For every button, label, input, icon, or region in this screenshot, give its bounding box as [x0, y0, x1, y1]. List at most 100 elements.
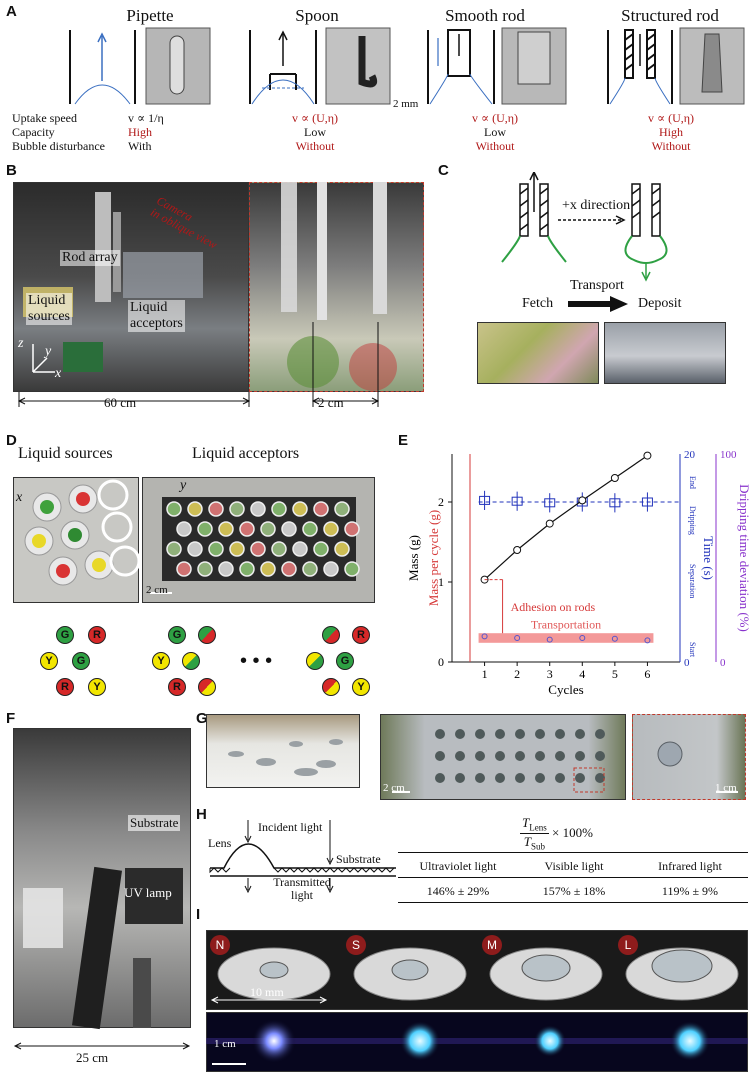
- acc-circle-r2: R: [352, 626, 370, 644]
- spoon-schematic: [249, 30, 317, 105]
- pipette-title: Pipette: [126, 6, 174, 25]
- panel-i-label: I: [196, 906, 201, 923]
- cumulative-mass-point: [643, 451, 652, 460]
- x-tick-label: 4: [579, 667, 585, 681]
- acc-circle-ry2: [322, 678, 340, 696]
- transmitted-light-label: Transmitted light: [273, 875, 331, 902]
- h-value-ir: 119% ± 9%: [661, 884, 719, 898]
- acceptor-well: [208, 501, 224, 517]
- liquid-sources-label: Liquid sources: [26, 293, 72, 325]
- dev-tick-label: 0: [720, 657, 726, 669]
- liquid-acceptors-label: Liquid acceptors: [128, 300, 185, 332]
- smooth-speed: v ∝ (U,η): [471, 111, 519, 125]
- lens-dot: [475, 773, 485, 783]
- acceptor-well: [229, 541, 245, 557]
- src-circle-y1: Y: [40, 652, 58, 670]
- fetch-label: Fetch: [522, 296, 554, 311]
- g-scale-2cm: 2 cm: [383, 782, 405, 794]
- structured-rod-title: Structured rod: [621, 6, 719, 25]
- acc-circle-gr1: [198, 626, 216, 644]
- y-tick-label: 2: [438, 495, 444, 509]
- lens-tag-m: M: [482, 935, 502, 955]
- axis-x: x: [55, 366, 62, 381]
- cumulative-mass-point: [578, 496, 587, 505]
- spoon-photo: [325, 27, 391, 105]
- panel-e-label: E: [398, 432, 409, 449]
- structured-rod-schematic: [607, 29, 673, 105]
- acceptor-well: [271, 541, 287, 557]
- src-circle-y2: Y: [88, 678, 106, 696]
- smooth-capacity: Low: [484, 125, 506, 139]
- panel-h-label: H: [196, 806, 207, 823]
- incident-light-label: Incident light: [258, 820, 323, 834]
- per-cycle-point: [514, 635, 521, 641]
- acceptor-well: [313, 541, 329, 557]
- lens-dot: [515, 773, 525, 783]
- width-60cm: 60 cm: [104, 395, 137, 410]
- smooth-rod-title: Smooth rod: [445, 6, 525, 25]
- lens-array-dots: [392, 729, 605, 793]
- stage-label: Dripping: [688, 506, 697, 535]
- lens-dot: [435, 773, 445, 783]
- row-label-capacity: Capacity: [12, 125, 55, 139]
- h-value-visible: 157% ± 18%: [542, 884, 606, 898]
- acceptor-well: [344, 561, 360, 577]
- axis-z: z: [18, 336, 24, 351]
- lens-dot: [475, 729, 485, 739]
- acceptor-well: [260, 561, 276, 577]
- lens-dot: [575, 773, 585, 783]
- smooth-bubble: Without: [475, 139, 515, 153]
- width-2cm: 2 cm: [318, 395, 344, 410]
- h-table-rule-bot: [398, 902, 748, 903]
- x-tick-label: 6: [644, 667, 650, 681]
- lens-dot: [555, 773, 565, 783]
- row-label-bubble: Bubble disturbance: [12, 139, 105, 153]
- panel-b-overlay: [17, 182, 397, 407]
- panel-d-label: D: [6, 432, 17, 449]
- acceptor-well: [334, 541, 350, 557]
- acceptor-well: [313, 501, 329, 517]
- lens-dot: [595, 729, 605, 739]
- lens-dot: [575, 751, 585, 761]
- acceptor-well: [176, 561, 192, 577]
- cumulative-mass-line: [484, 455, 648, 581]
- acceptor-well: [239, 521, 255, 537]
- panel-a-schematics: [69, 27, 745, 105]
- pipette-schematic: [69, 30, 136, 105]
- formula-den-sub: Sub: [530, 841, 545, 852]
- formula-tail: × 100%: [551, 825, 593, 841]
- acceptor-well: [187, 501, 203, 517]
- acceptor-well: [271, 501, 287, 517]
- acceptors-title: Liquid acceptors: [192, 445, 300, 462]
- structured-speed: v ∝ (U,η): [647, 111, 695, 125]
- ellipsis-dots: • • •: [240, 650, 273, 672]
- sources-wells: [24, 479, 139, 586]
- lens-dot: [455, 773, 465, 783]
- lens-dot: [475, 751, 485, 761]
- structured-bubble: Without: [651, 139, 691, 153]
- x-tick-label: 1: [482, 667, 488, 681]
- lens-label: Lens: [208, 836, 232, 850]
- x-tick-label: 5: [612, 667, 618, 681]
- transport-band: [478, 633, 654, 643]
- cumulative-mass-point: [610, 474, 619, 482]
- acc-circle-y2: Y: [352, 678, 370, 696]
- acc-circle-yg2: [306, 652, 324, 670]
- structured-capacity: High: [659, 125, 683, 139]
- acc-circle-g2: G: [336, 652, 354, 670]
- acceptor-well: [166, 541, 182, 557]
- per-cycle-point: [579, 635, 586, 641]
- acceptor-well: [302, 561, 318, 577]
- time-axis-label: Time (s): [701, 536, 716, 580]
- acceptor-well: [197, 561, 213, 577]
- lens-tag-n: N: [210, 935, 230, 955]
- formula-num: T: [522, 815, 530, 830]
- spoon-bubble: Without: [295, 139, 335, 153]
- stage-label: Start: [688, 642, 697, 658]
- acceptor-well: [218, 561, 234, 577]
- acceptor-well: [323, 521, 339, 537]
- smooth-rod-schematic: [427, 29, 495, 105]
- acceptor-well: [334, 501, 350, 517]
- h-value-uv: 146% ± 29%: [426, 884, 490, 898]
